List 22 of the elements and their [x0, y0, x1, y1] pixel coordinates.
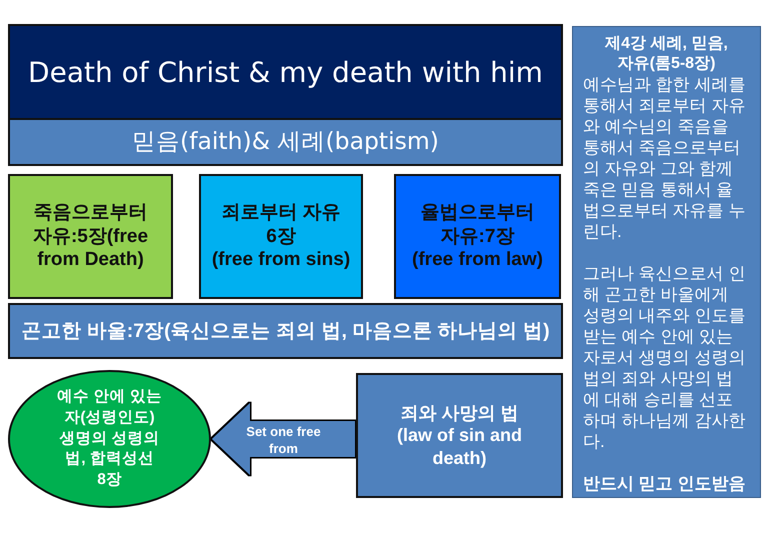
process-box [356, 373, 563, 498]
node-label: 죄와 사망의 법 (law of sin and death) [396, 402, 523, 470]
panel-paragraph: 그러나 육신으로서 인해 곤고한 바울에게 성령의 내주와 인도를 받는 예수 안에 있는 자로서 생명의 성령의 법의 죄와 사망의 법에 대해 승리를 선포하며 하나님께 감사한다. [583, 263, 746, 452]
title-box [8, 24, 563, 120]
node-label: Death of Christ & my death with him [28, 54, 543, 90]
panel-heading: 제4강 세례, 믿음, 자유(롬5-8장) [604, 34, 729, 74]
node-label: 믿음(faith)& 세례(baptism) [132, 127, 439, 157]
edge-label: Set one free from [245, 424, 322, 458]
chapter-box [394, 174, 561, 299]
chapter-box [8, 174, 173, 299]
subtitle-band [8, 118, 563, 166]
banner-box [8, 303, 563, 359]
block-arrow [212, 403, 355, 475]
node-label: 죽음으로부터 자유:5장(free from Death) [32, 200, 150, 272]
chapter-box [199, 174, 363, 299]
node-label: 죄로부터 자유 6장 (free from sins) [212, 200, 350, 272]
node-label: 예수 안에 있는 자(성령인도) 생명의 성령의 법, 합력성선 8장 [56, 386, 163, 490]
node-label: 율법으로부터 자유:7장 (free from law) [412, 200, 543, 272]
panel-paragraph: 예수님과 합한 세례를 통해서 죄로부터 자유와 예수님의 죽음을 통해서 죽음으로부터의 자유와 그와 함께 죽은 믿음 통해서 율법으로부터 자유를 누린다. [583, 74, 746, 242]
node-label: 곤고한 바울:7장(육신으로는 죄의 법, 마음으론 하나님의 법) [21, 318, 550, 344]
panel-note: 반드시 믿고 인도받음 [583, 473, 746, 494]
text-panel [572, 26, 761, 498]
